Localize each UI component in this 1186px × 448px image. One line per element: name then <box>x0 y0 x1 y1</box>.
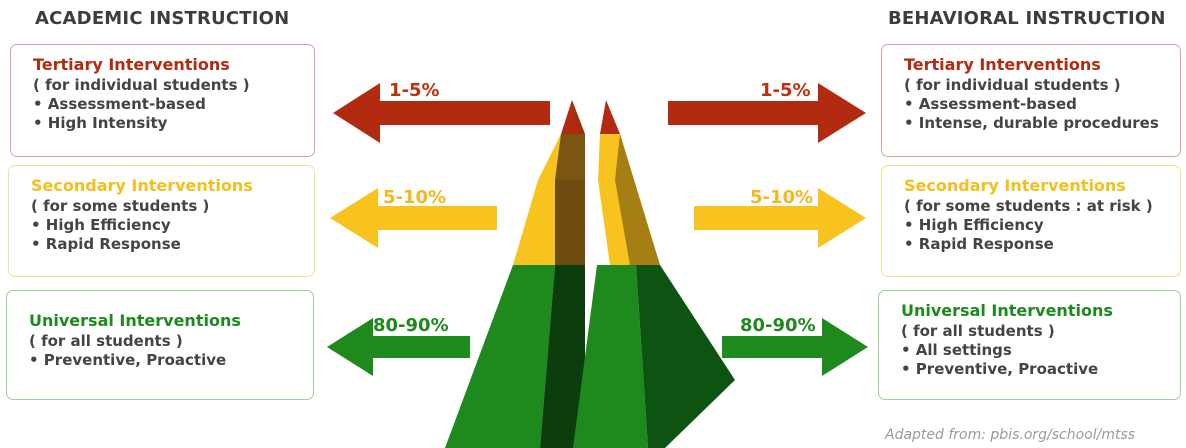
behavioral-heading: BEHAVIORAL INSTRUCTION <box>888 8 1166 29</box>
right-pyramid <box>573 100 735 448</box>
academic-heading: ACADEMIC INSTRUCTION <box>35 8 290 29</box>
academic-tertiary-box: Tertiary Interventions ( for individual … <box>10 44 315 157</box>
box-line: ( for individual students ) <box>33 76 250 94</box>
box-line: • High Efficiency <box>904 216 1044 234</box>
box-line: ( for individual students ) <box>904 76 1121 94</box>
behavioral-universal-box: Universal Interventions ( for all studen… <box>878 290 1181 400</box>
left-pct-secondary: 5-10% <box>383 187 447 208</box>
box-title: Universal Interventions <box>901 301 1113 320</box>
box-line: • Assessment-based <box>33 95 206 113</box>
academic-secondary-box: Secondary Interventions ( for some stude… <box>8 165 315 277</box>
source-credit: Adapted from: pbis.org/school/mtss <box>885 427 1136 443</box>
box-title: Secondary Interventions <box>31 176 253 195</box>
box-line: • High Intensity <box>33 114 168 132</box>
right-arrow-secondary <box>694 188 866 248</box>
behavioral-secondary-box: Secondary Interventions ( for some stude… <box>881 165 1181 277</box>
right-arrow-tertiary <box>668 83 866 143</box>
left-arrow-universal <box>327 318 470 376</box>
left-arrow-tertiary <box>333 83 550 143</box>
box-title: Secondary Interventions <box>904 176 1126 195</box>
left-pyramid <box>445 100 585 448</box>
right-pct-secondary: 5-10% <box>750 187 814 208</box>
left-arrow-secondary <box>330 188 497 248</box>
box-line: • Preventive, Proactive <box>901 360 1099 378</box>
box-line: • Preventive, Proactive <box>29 351 227 369</box>
behavioral-tertiary-box: Tertiary Interventions ( for individual … <box>881 44 1181 157</box>
box-title: Tertiary Interventions <box>904 55 1101 74</box>
box-line: ( for some students ) <box>31 197 210 215</box>
box-line: • Rapid Response <box>31 235 181 253</box>
box-line: • All settings <box>901 341 1012 359</box>
box-line: • High Efficiency <box>31 216 171 234</box>
academic-universal-box: Universal Interventions ( for all studen… <box>6 290 314 400</box>
box-line: ( for all students ) <box>901 322 1055 340</box>
box-line: • Intense, durable procedures <box>904 114 1159 132</box>
right-pct-tertiary: 1-5% <box>760 80 811 101</box>
box-line: ( for all students ) <box>29 332 183 350</box>
left-pct-universal: 80-90% <box>373 315 449 336</box>
box-line: ( for some students : at risk ) <box>904 197 1153 215</box>
box-title: Tertiary Interventions <box>33 55 230 74</box>
box-title: Universal Interventions <box>29 311 241 330</box>
right-arrow-universal <box>722 318 868 376</box>
right-pct-universal: 80-90% <box>740 315 816 336</box>
box-line: • Rapid Response <box>904 235 1054 253</box>
left-pct-tertiary: 1-5% <box>389 80 440 101</box>
box-line: • Assessment-based <box>904 95 1077 113</box>
